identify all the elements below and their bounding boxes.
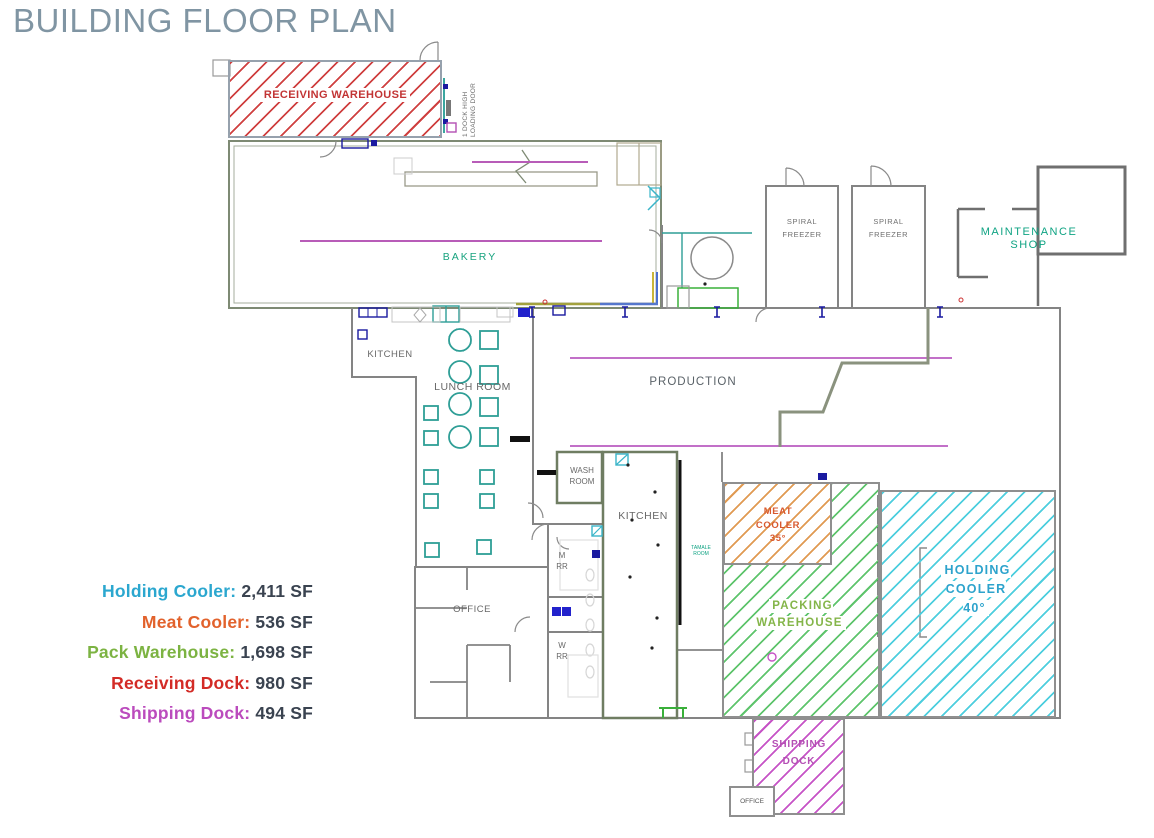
legend-value: 536 SF xyxy=(255,611,313,632)
area-legend: Holding Cooler: 2,411 SF Meat Cooler: 53… xyxy=(60,581,313,724)
lunch-room-label: LUNCH ROOM xyxy=(434,381,511,393)
womens-restroom-label: W RR xyxy=(556,641,568,661)
office-label: OFFICE xyxy=(453,604,491,615)
legend-label: Pack Warehouse: xyxy=(87,642,236,662)
legend-label: Shipping Dock: xyxy=(119,703,251,723)
legend-row-meat-cooler: Meat Cooler: 536 SF xyxy=(142,612,313,633)
loading-door-note: 1 DOCK HIGH LOADING DOOR xyxy=(462,82,477,137)
mens-restroom-label: M RR xyxy=(556,551,568,571)
legend-value: 980 SF xyxy=(255,672,313,693)
room-shipping-dock xyxy=(752,718,845,815)
legend-value: 494 SF xyxy=(255,703,313,723)
legend-row-shipping-dock: Shipping Dock: 494 SF xyxy=(119,703,313,724)
legend-label: Receiving Dock: xyxy=(111,672,251,693)
legend-row-receiving-dock: Receiving Dock: 980 SF xyxy=(111,673,313,694)
page-title: BUILDING FLOOR PLAN xyxy=(13,2,397,39)
kitchen-2-label: KITCHEN xyxy=(618,510,668,522)
room-meat-cooler xyxy=(723,482,832,565)
legend-row-pack-warehouse: Pack Warehouse: 1,698 SF xyxy=(87,642,313,663)
tank-room xyxy=(662,232,752,309)
conveyor-lines xyxy=(300,161,952,447)
legend-value: 1,698 SF xyxy=(240,642,313,662)
room-dock-office: OFFICE xyxy=(729,786,775,817)
receiving-warehouse-label: RECEIVING WAREHOUSE xyxy=(248,88,423,102)
legend-label: Holding Cooler: xyxy=(102,581,237,601)
maintenance-shop-label: MAINTENANCE SHOP xyxy=(980,226,1078,251)
kitchen-wash-walls xyxy=(555,450,679,720)
door-arcs xyxy=(319,41,892,633)
bakery-details xyxy=(341,138,662,306)
bakery-walls xyxy=(228,140,662,309)
packing-warehouse-label: PACKING WAREHOUSE xyxy=(745,598,857,632)
production-label: PRODUCTION xyxy=(649,376,737,388)
main-walls xyxy=(351,185,1061,719)
maintenance-walls xyxy=(956,165,1127,306)
spiral-freezer-1-label: SPIRAL FREEZER xyxy=(782,217,822,239)
tamale-room-label: TAMALE ROOM xyxy=(691,545,711,557)
dock-office-label: OFFICE xyxy=(737,797,767,806)
holding-cooler-label: HOLDING COOLER 40° xyxy=(930,561,1022,618)
production-step-wall xyxy=(778,308,930,447)
kitchen-main-label: KITCHEN xyxy=(367,349,413,360)
kitchen-fixtures xyxy=(357,305,566,340)
shipping-dock-label: SHIPPING DOCK xyxy=(771,739,827,767)
wash-room-label: WASH ROOM xyxy=(569,466,595,486)
bakery-label: BAKERY xyxy=(442,251,498,263)
meat-cooler-label: MEAT COOLER 35° xyxy=(755,506,801,544)
legend-value: 2,411 SF xyxy=(241,581,313,601)
restroom-fixtures xyxy=(559,539,599,698)
legend-label: Meat Cooler: xyxy=(141,611,251,632)
spiral-freezer-2-label: SPIRAL FREEZER xyxy=(868,217,909,239)
lunch-room-tables xyxy=(423,305,499,558)
legend-row-holding-cooler: Holding Cooler: 2,411 SF xyxy=(102,581,313,602)
